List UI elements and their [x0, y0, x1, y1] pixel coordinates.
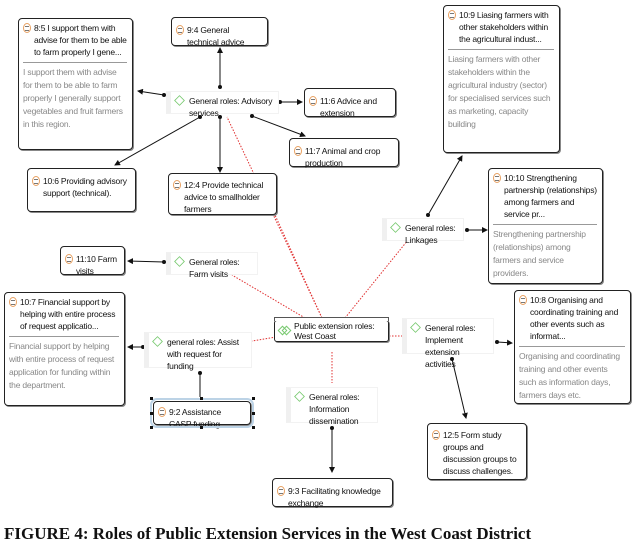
quotation-icon	[65, 254, 73, 264]
quote-body: Strengthening partnership (relationships…	[493, 229, 586, 278]
selection-handle[interactable]	[252, 397, 255, 400]
quotation-icon	[493, 173, 501, 183]
code-node-implement[interactable]: General roles: Implement extension activ…	[402, 318, 494, 369]
quote-divider	[493, 224, 597, 225]
quote-title: 11:10 Farm visits	[76, 254, 117, 276]
code-icon	[174, 256, 185, 267]
code-label: General roles: Linkages	[405, 223, 456, 245]
code-icon	[174, 95, 185, 106]
figure-caption: FIGURE 4: Roles of Public Extension Serv…	[4, 524, 532, 543]
quotation-icon	[9, 297, 17, 307]
quote-title: 10:6 Providing advisory support (technic…	[43, 176, 127, 198]
quotation-icon	[23, 23, 31, 33]
selection-handle[interactable]	[252, 426, 255, 429]
quotation-icon	[173, 180, 181, 190]
quotation-icon	[432, 430, 440, 440]
quote-node-12-4[interactable]: 12:4 Provide technical advice to smallho…	[168, 173, 277, 215]
code-icon	[390, 222, 401, 233]
code-label: General roles: Farm visits	[189, 257, 240, 279]
quote-body: Organising and coordinating training and…	[519, 351, 620, 400]
link-advisory-10-6	[114, 115, 202, 166]
code-icon	[294, 391, 305, 402]
link-advisory-11-7	[250, 114, 306, 138]
link-linkages-10-9	[426, 155, 463, 217]
link-root-assist-funding	[251, 336, 277, 342]
quote-node-10-10[interactable]: 10:10 Strengthening partnership (relatio…	[488, 168, 603, 284]
code-label: general roles: Assist with request for f…	[167, 337, 239, 371]
link-farmvisits-11-10	[127, 258, 166, 265]
quote-node-11-6[interactable]: 11:6 Advice and extension	[304, 88, 396, 118]
quote-title: 10:9 Liasing farmers with other stakehol…	[459, 10, 549, 44]
code-label: General roles: Implement extension activ…	[425, 323, 476, 369]
selection-handle[interactable]	[200, 426, 203, 429]
quote-title: 9:4 General technical advice	[187, 25, 245, 47]
code-label: General roles: Information dissemination	[309, 392, 360, 426]
quote-title: 10:8 Organising and coordinating trainin…	[530, 295, 619, 341]
code-label: General roles: Advisory services	[189, 96, 273, 118]
root-node-west-coast[interactable]: Public extension roles: West Coast	[274, 317, 389, 342]
quote-title: 8:5 I support them with advise for them …	[34, 23, 127, 57]
code-node-farm-visits[interactable]: General roles: Farm visits	[166, 252, 258, 279]
quotation-icon	[448, 10, 456, 20]
quote-node-9-3[interactable]: 9:3 Facilitating knowledge exchange	[272, 478, 393, 508]
quote-title: 12:4 Provide technical advice to smallho…	[184, 180, 264, 214]
selection-handle[interactable]	[150, 412, 153, 415]
code-node-linkages[interactable]: General roles: Linkages	[382, 218, 464, 245]
link-implement-12-5	[450, 357, 468, 419]
quote-title: 9:3 Facilitating knowledge exchange	[288, 486, 381, 508]
selection-handle[interactable]	[150, 397, 153, 400]
selection-handle[interactable]	[200, 397, 203, 400]
quote-node-10-9[interactable]: 10:9 Liasing farmers with other stakehol…	[443, 5, 560, 153]
quote-divider	[519, 346, 625, 347]
quote-divider	[9, 336, 119, 337]
quote-node-8-5[interactable]: 8:5 I support them with advise for them …	[18, 18, 133, 150]
quote-divider	[23, 62, 127, 63]
root-node-label: Public extension roles: West Coast	[294, 321, 375, 341]
quote-title: 10:7 Financial support by helping with e…	[20, 297, 116, 331]
quote-node-10-6[interactable]: 10:6 Providing advisory support (technic…	[27, 168, 136, 212]
quote-node-12-5[interactable]: 12:5 Form study groups and discussion gr…	[427, 423, 527, 480]
code-node-advisory[interactable]: General roles: Advisory services	[166, 91, 279, 118]
code-node-info-dissem[interactable]: General roles: Information dissemination	[286, 387, 378, 426]
quotation-icon	[294, 146, 302, 156]
code-icon	[152, 336, 163, 347]
quote-node-9-2[interactable]: 9:2 Assistance CASP funding	[150, 398, 254, 429]
code-family-icon	[277, 325, 292, 336]
quote-node-11-10[interactable]: 11:10 Farm visits	[60, 246, 125, 276]
quote-body: Financial support by helping with entire…	[9, 341, 115, 390]
link-advisory-8-5	[137, 88, 166, 97]
selection-handle[interactable]	[252, 412, 255, 415]
quote-title: 9:2 Assistance CASP funding	[169, 407, 222, 429]
quote-title: 11:7 Animal and crop production	[305, 146, 381, 168]
code-node-assist-funding[interactable]: general roles: Assist with request for f…	[144, 332, 252, 371]
link-implement-10-8	[495, 339, 513, 346]
quotation-icon	[309, 96, 317, 106]
quote-divider	[448, 49, 554, 50]
quote-node-11-7[interactable]: 11:7 Animal and crop production	[289, 138, 399, 168]
code-icon	[410, 322, 421, 333]
link-root-linkages	[344, 239, 409, 319]
quote-node-9-4[interactable]: 9:4 General technical advice	[171, 17, 268, 47]
selection-handle[interactable]	[150, 426, 153, 429]
link-root-technical-advice	[274, 214, 323, 319]
quote-node-10-7[interactable]: 10:7 Financial support by helping with e…	[4, 292, 125, 406]
network-diagram: Public extension roles: West Coast Gener…	[4, 5, 631, 508]
quote-title: 11:6 Advice and extension	[320, 96, 377, 118]
quotation-icon	[277, 486, 285, 496]
diagram-links	[114, 47, 513, 473]
quote-body: I support them with advise for them to b…	[23, 67, 123, 129]
quotation-icon	[176, 25, 184, 35]
quotation-icon	[519, 295, 527, 305]
quotation-icon	[158, 407, 166, 417]
quote-body: Liasing farmers with other stakeholders …	[448, 54, 551, 129]
quotation-icon	[32, 176, 40, 186]
quote-title: 12:5 Form study groups and discussion gr…	[443, 430, 517, 476]
quote-node-10-8[interactable]: 10:8 Organising and coordinating trainin…	[514, 290, 631, 404]
link-root-farm-visits	[231, 274, 306, 319]
quote-title: 10:10 Strengthening partnership (relatio…	[504, 173, 597, 219]
